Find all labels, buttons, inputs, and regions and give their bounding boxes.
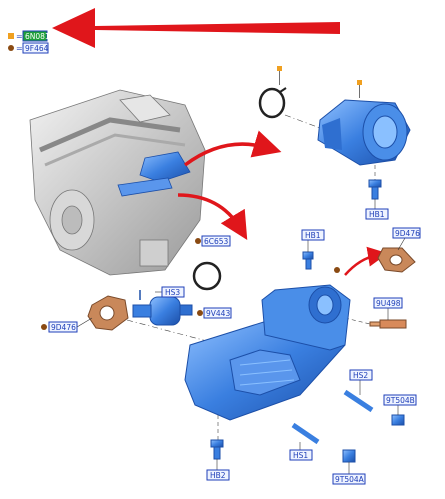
red-arrow-to-valve: [183, 130, 282, 167]
svg-text:HB1: HB1: [305, 231, 321, 240]
bolt-hb2: [210, 415, 224, 460]
legend-pointer-arrow: [52, 8, 340, 48]
egr-cooler: [184, 284, 351, 421]
legend-eq-1: =: [16, 32, 23, 41]
engine-illustration: [29, 89, 206, 276]
callout-9v443: 9V443: [197, 307, 232, 319]
svg-text:6C653: 6C653: [204, 237, 229, 246]
svg-text:9D476: 9D476: [51, 323, 76, 332]
legend-eq-2: =: [16, 44, 23, 53]
legend-marker-6n081: [8, 33, 14, 39]
callout-9t504a: 9T504A: [332, 462, 366, 485]
callout-hs2: HS2: [349, 369, 373, 395]
small-valve-9v443: [132, 296, 193, 326]
svg-text:HS2: HS2: [353, 371, 368, 380]
legend-marker-9f464: [8, 45, 14, 51]
nut-9t504b: [391, 414, 405, 426]
top-clamp: [258, 66, 287, 119]
red-arrow-to-cooler: [177, 193, 248, 240]
gasket-right: [377, 247, 416, 273]
svg-text:9U498: 9U498: [376, 299, 401, 308]
legend: = 6N081 = 9F464: [8, 30, 50, 54]
callout-hb1-lower: HB1: [301, 229, 325, 252]
stud-hs1: [291, 422, 320, 445]
engine-egr-highlight: [139, 151, 191, 183]
bolt-hb1-lower: [302, 251, 314, 270]
callout-9d476-right: 9D476: [392, 227, 421, 251]
callout-9u498: 9U498: [373, 297, 403, 320]
bolt-hb1: [368, 179, 382, 200]
svg-text:9T504B: 9T504B: [386, 396, 415, 405]
callout-9t504b: 9T504B: [383, 394, 417, 415]
callout-hb1: HB1: [365, 199, 389, 220]
legend-code-9f464: 9F464: [25, 44, 49, 53]
temperature-sensor: [344, 317, 407, 329]
svg-text:HS1: HS1: [293, 451, 308, 460]
callout-6c653: 6C653: [201, 235, 231, 247]
svg-text:9D476: 9D476: [395, 229, 420, 238]
svg-text:9T504A: 9T504A: [335, 475, 365, 484]
legend-code-box-1: [22, 30, 48, 42]
egr-valve: [317, 80, 411, 166]
gasket-left: [87, 295, 129, 331]
callout-9d476-left: 9D476: [41, 317, 93, 333]
legend-code-6n081: 6N081: [25, 32, 50, 41]
svg-text:HS3: HS3: [165, 288, 180, 297]
legend-code-box-2: [22, 42, 49, 54]
nut-9t504a: [342, 449, 356, 463]
stud-hs2: [343, 389, 374, 413]
svg-text:HB2: HB2: [210, 471, 226, 480]
callout-hs3: HS3: [155, 286, 185, 298]
callout-hb2: HB2: [206, 459, 230, 481]
svg-text:HB1: HB1: [369, 210, 385, 219]
callout-hs1: HS1: [289, 442, 313, 461]
middle-clamp: [192, 261, 222, 291]
red-arrow-to-gasket: [344, 246, 388, 276]
svg-text:9V443: 9V443: [206, 309, 230, 318]
